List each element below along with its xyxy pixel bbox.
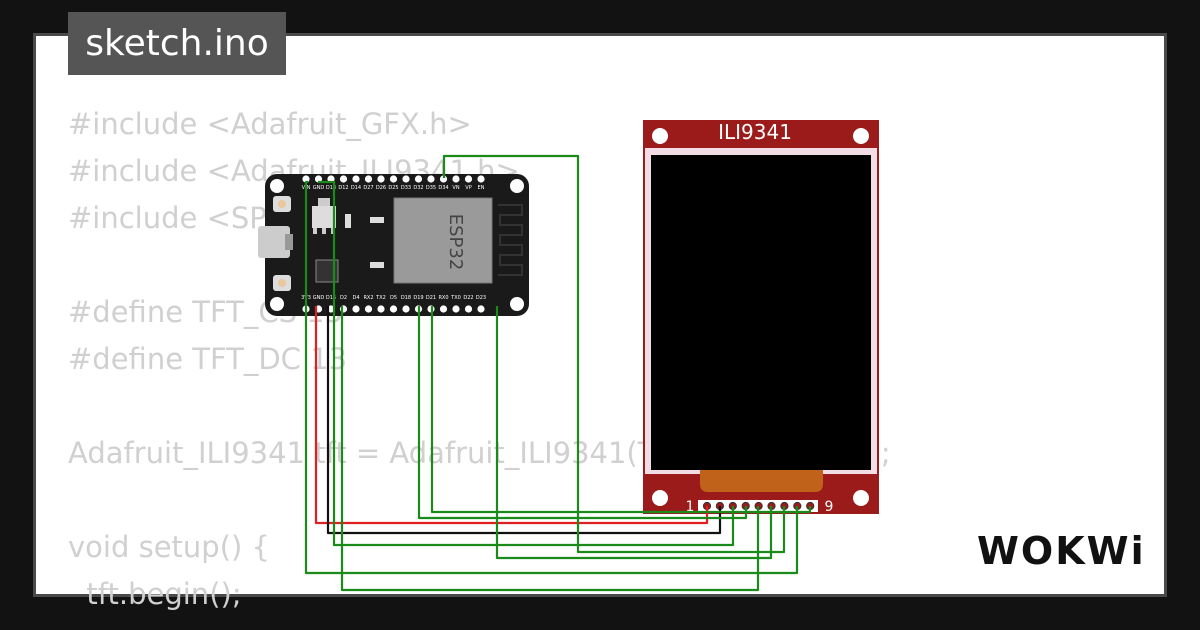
display-title: ILI9341 (718, 120, 792, 144)
esp32-pin[interactable] (452, 305, 460, 313)
code-line: #include <Adafruit_GFX.h> (68, 107, 472, 141)
esp32-pin-label: D32 (413, 185, 423, 191)
esp32-pin-label: D18 (401, 295, 411, 301)
esp32-pin-label: RX2 (363, 295, 373, 301)
esp32-module: ESP32 (393, 197, 523, 284)
esp32-pin-label: D2 (340, 295, 347, 301)
esp32-pin-label: GND (313, 295, 325, 301)
esp32-pin-label: RX0 (438, 295, 448, 301)
esp32-pin-label: D22 (463, 295, 473, 301)
boot-button[interactable] (273, 196, 291, 212)
esp32-pin[interactable] (402, 305, 410, 313)
usb-port (258, 226, 293, 258)
wire-cs[interactable] (340, 306, 760, 592)
esp32-pin[interactable] (427, 175, 435, 183)
esp32-pin[interactable] (389, 175, 398, 183)
esp32-pin-label: D35 (426, 185, 436, 191)
esp32-pin[interactable] (389, 305, 398, 313)
esp32-pin[interactable] (477, 175, 485, 183)
esp32-pin-label: D13 (326, 185, 336, 191)
esp32-pin[interactable] (464, 305, 473, 313)
smd-components (345, 214, 384, 268)
esp32-pin[interactable] (327, 305, 335, 313)
esp32-pin-label: VP (465, 185, 471, 191)
code-line: void setup() { (68, 530, 270, 564)
wire-dc[interactable] (318, 180, 735, 547)
esp32-pin-label: D14 (351, 185, 361, 191)
esp32-pin[interactable] (414, 175, 423, 183)
esp32-pin[interactable] (377, 305, 385, 313)
esp32-pin-label: D23 (476, 295, 486, 301)
usb-uart-chip (315, 259, 339, 283)
esp32-pin[interactable] (314, 175, 323, 183)
esp32-pin-label: D19 (413, 295, 423, 301)
wires (304, 154, 812, 592)
esp32-pin[interactable] (464, 175, 473, 183)
esp32-pin-label: D4 (352, 295, 359, 301)
esp32-pin-label: EN (478, 185, 485, 191)
esp32-pin[interactable] (339, 175, 348, 183)
esp32-pin[interactable] (477, 305, 485, 313)
esp32-pin-label: TX0 (450, 295, 461, 301)
esp32-pin-label: D26 (376, 185, 386, 191)
wokwi-logo-text: WOKWi (977, 529, 1146, 573)
reset-button[interactable] (273, 275, 291, 291)
esp32-pin-label: GND (313, 185, 325, 191)
esp32-pin[interactable] (327, 175, 335, 183)
wire-mosi[interactable] (495, 306, 773, 560)
esp32-pin-label: TX2 (375, 295, 386, 301)
file-tab[interactable]: sketch.ino (68, 12, 286, 75)
wire-gnd[interactable] (326, 306, 722, 535)
esp32-pin[interactable] (452, 175, 460, 183)
esp32-pin-label: D27 (363, 185, 373, 191)
esp32-pin-label: D5 (390, 295, 397, 301)
esp32-chip-label: ESP32 (445, 214, 466, 271)
esp32-pin-label: D25 (388, 185, 398, 191)
esp32-pin[interactable] (439, 305, 448, 313)
esp32-pin[interactable] (352, 175, 360, 183)
wire-vcc[interactable] (314, 306, 709, 525)
esp32-pin[interactable] (364, 175, 373, 183)
esp32-pin-label: VN (452, 185, 459, 191)
ili9341-display[interactable]: ILI9341 1 9 (643, 120, 879, 515)
wire-d33[interactable] (442, 154, 786, 554)
display-ribbon (700, 470, 823, 492)
canvas-card (33, 33, 1167, 597)
esp32-pin[interactable] (302, 175, 310, 183)
esp32-pin[interactable] (377, 175, 385, 183)
esp32-pin-label: D21 (426, 295, 436, 301)
pin-label-first: 1 (686, 499, 695, 515)
esp32-pin[interactable] (364, 305, 373, 313)
esp32-pin-label: D33 (401, 185, 411, 191)
esp32-pin-label: D34 (438, 185, 448, 191)
code-line: tft.begin(); (68, 577, 242, 611)
esp32-pin[interactable] (352, 305, 360, 313)
esp32-pin[interactable] (402, 175, 410, 183)
pin-label-last: 9 (825, 499, 834, 515)
display-screen (651, 155, 871, 470)
esp32-pin-label: D12 (338, 185, 348, 191)
antenna-trace (498, 204, 523, 276)
wokwi-logo: WOKWi (975, 526, 1150, 580)
esp32-pin-label: D15 (326, 295, 336, 301)
esp32-pin[interactable] (439, 175, 448, 183)
wire-rst[interactable] (304, 180, 799, 575)
wire-miso[interactable] (430, 306, 812, 514)
